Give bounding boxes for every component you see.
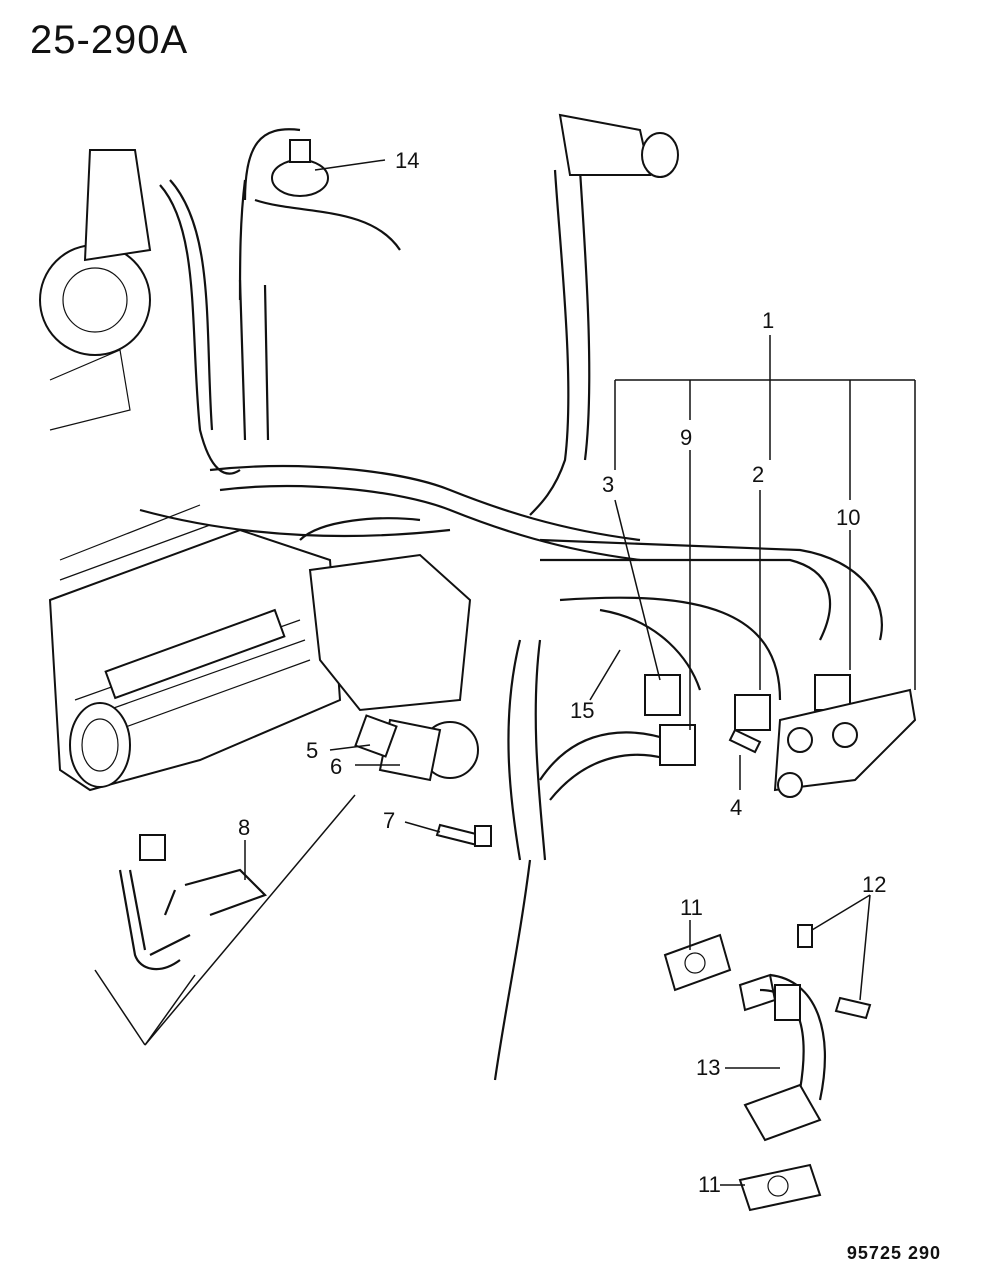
callout-5: 5 <box>306 738 318 763</box>
intake-manifold <box>48 504 342 792</box>
callout-12: 12 <box>862 872 886 897</box>
vacuum-hoses <box>139 128 883 1081</box>
callout-14: 14 <box>395 148 419 173</box>
solenoid-valves <box>644 674 917 798</box>
turbo-housing <box>39 149 152 431</box>
callout-4: 4 <box>730 795 742 820</box>
callout-13: 13 <box>696 1055 720 1080</box>
callout-2: 2 <box>752 462 764 487</box>
part-11-gasket-upper <box>663 933 732 992</box>
part-14-vacuum-canister <box>271 139 329 197</box>
callout-11-lower: 11 <box>698 1172 721 1197</box>
callout-6: 6 <box>330 754 342 779</box>
callout-3: 3 <box>602 472 614 497</box>
callout-11-upper: 11 <box>680 895 703 920</box>
leader-lines <box>94 159 916 1186</box>
callout-1: 1 <box>762 308 774 333</box>
part-13-egr-tube <box>738 973 827 1142</box>
callout-10: 10 <box>836 505 860 530</box>
callout-8: 8 <box>238 815 250 840</box>
hose-nozzle <box>558 113 679 178</box>
part-8-sensor-hose <box>118 834 267 971</box>
part-12-bolts <box>797 924 872 1020</box>
callout-7: 7 <box>383 808 395 833</box>
throttle-body <box>308 553 479 782</box>
part-11-gasket-lower <box>738 1163 822 1212</box>
callout-9: 9 <box>680 425 692 450</box>
part-4-bolt <box>728 728 762 754</box>
callout-15: 15 <box>570 698 594 723</box>
callout-labels: 1 2 3 4 5 6 7 8 9 10 11 11 12 13 14 15 <box>238 148 886 1197</box>
part-7-bolt <box>435 823 492 847</box>
diagram-code: 25-290A <box>30 18 189 62</box>
reference-code: 95725 290 <box>846 1243 941 1263</box>
